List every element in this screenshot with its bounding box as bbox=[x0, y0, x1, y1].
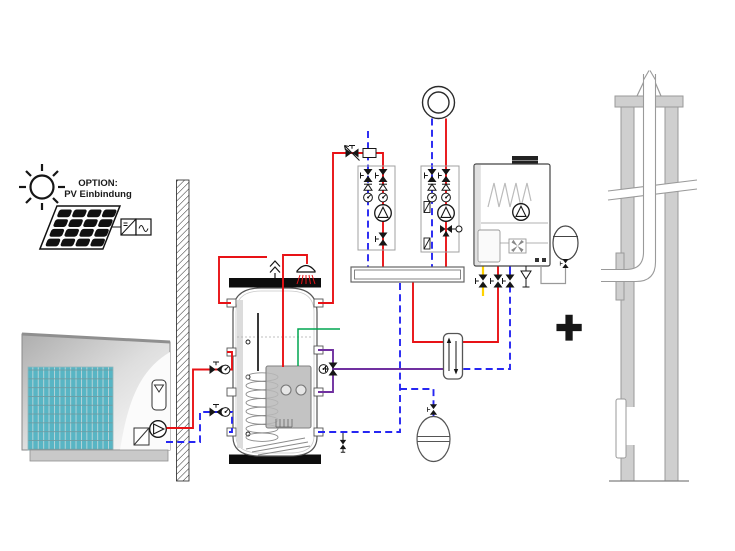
pump-group-2 bbox=[420, 165, 463, 253]
filter-diagonal bbox=[133, 427, 150, 446]
flue-pipe-fill bbox=[601, 74, 656, 282]
thermometer-icon bbox=[220, 364, 231, 375]
heat-pump-plinth bbox=[29, 449, 169, 462]
wall-hatch bbox=[176, 179, 190, 482]
boiler-sump bbox=[477, 229, 501, 263]
hydraulic-separator bbox=[442, 332, 464, 380]
chimney bbox=[601, 70, 698, 482]
manifold bbox=[350, 266, 465, 283]
flow-arrows bbox=[446, 337, 459, 375]
boiler-side-panel bbox=[474, 165, 481, 265]
air-vent-icon bbox=[269, 260, 281, 278]
heat-meter-icon bbox=[362, 148, 377, 158]
chimney-door bbox=[615, 398, 627, 459]
module-connector-comb bbox=[275, 419, 293, 428]
heat-pump-top-edge bbox=[21, 332, 171, 344]
heating-circuit-icon bbox=[421, 85, 456, 120]
module-port bbox=[295, 384, 307, 396]
tank-bottom-cap bbox=[229, 454, 321, 464]
check-valve-triangle-icon bbox=[153, 384, 165, 393]
thermometer-icon bbox=[441, 192, 451, 203]
house-wall bbox=[176, 179, 190, 482]
thermometer-icon bbox=[363, 192, 373, 203]
sun-icon bbox=[19, 164, 65, 210]
pipe-manifold-return bbox=[318, 282, 401, 433]
thermometer-icon bbox=[378, 192, 388, 203]
chimney-right-column bbox=[664, 106, 679, 482]
pipe-tank-safety bbox=[218, 256, 267, 304]
expansion-vessel-heating bbox=[416, 403, 451, 463]
drain-funnel-icon bbox=[520, 266, 532, 288]
plus-icon: + bbox=[556, 301, 583, 353]
option-title: OPTION: bbox=[78, 178, 118, 189]
pump-group-1-box bbox=[357, 165, 396, 251]
fresh-water-module bbox=[265, 365, 312, 429]
heat-pump-pump-icon bbox=[149, 420, 167, 438]
thermometer-icon bbox=[220, 407, 231, 417]
pipe-dhw-shower bbox=[282, 254, 308, 367]
gas-boiler bbox=[473, 156, 551, 267]
tank-coil bbox=[245, 372, 311, 456]
pv-cells bbox=[45, 209, 117, 247]
shower-icon bbox=[296, 264, 316, 285]
thermometer-icon bbox=[427, 192, 437, 203]
pipe-tank-to-circuits bbox=[318, 152, 384, 304]
heat-pump bbox=[21, 332, 171, 462]
pv-inverter-icon bbox=[112, 218, 152, 236]
sensor-pocket-icon bbox=[423, 201, 431, 213]
pv-option-label: OPTION: PV Einbindung bbox=[64, 178, 132, 200]
pipe-boiler-return bbox=[463, 285, 511, 370]
module-port bbox=[280, 384, 292, 396]
drain-valve-icon bbox=[339, 433, 347, 453]
pump-group-1 bbox=[357, 165, 396, 251]
fan-icon bbox=[508, 238, 527, 254]
option-subtitle: PV Einbindung bbox=[64, 189, 132, 200]
balancing-valve-icon bbox=[343, 144, 360, 161]
pipe-hp-return bbox=[166, 411, 233, 443]
sensor-pocket-icon bbox=[423, 237, 431, 250]
sensor-line bbox=[297, 328, 340, 366]
check-valve-cartridge bbox=[151, 379, 167, 411]
pv-panel bbox=[38, 205, 122, 250]
sensor-well bbox=[245, 339, 251, 345]
tank-top-cap bbox=[229, 278, 321, 288]
flue-pipe bbox=[601, 70, 657, 283]
heat-exchanger-icon bbox=[487, 182, 532, 208]
pump-group-2-box bbox=[420, 165, 460, 253]
pump-icon bbox=[437, 204, 455, 222]
boiler-pump-icon bbox=[512, 203, 530, 221]
expansion-vessel-boiler bbox=[540, 225, 579, 285]
evaporator-grid bbox=[27, 366, 114, 451]
mixing-valve-icon bbox=[440, 225, 463, 237]
pump-icon bbox=[374, 204, 392, 222]
tank-insulation-strip bbox=[237, 300, 243, 448]
